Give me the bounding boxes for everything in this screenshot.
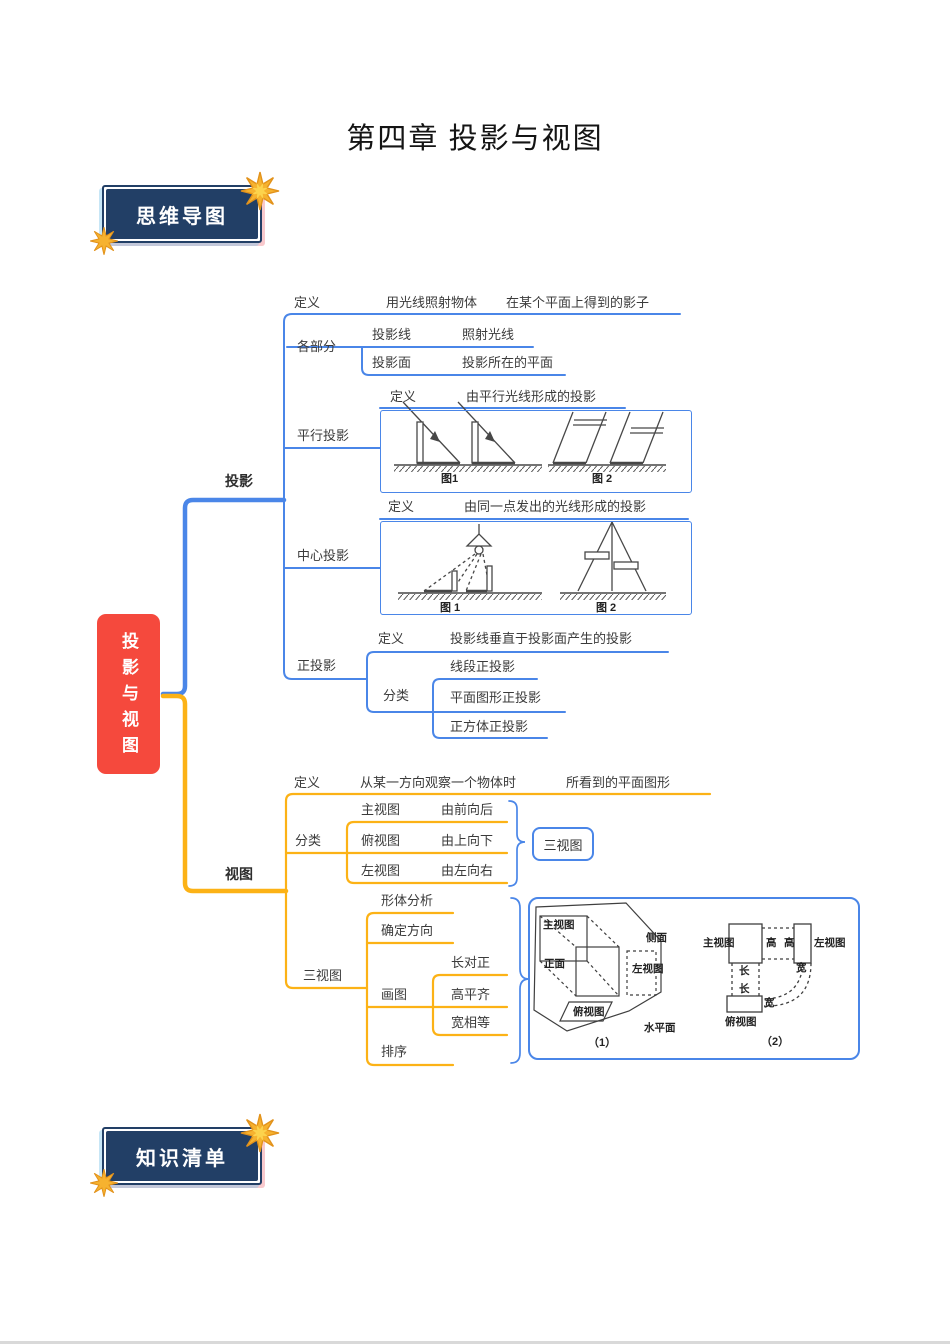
fig1-front-view-label: 主视图 [543,919,575,931]
three-views-figure-box [528,897,860,1060]
central-fig1-caption: 图 1 [440,602,461,614]
node-ortho-def-key: 定义 [378,631,405,646]
fig1-caption: （1） [588,1037,617,1049]
node-top-view-key: 俯视图 [361,833,401,848]
node-rule-length-aligned: 长对正 [451,955,491,970]
knowledge-list-section-badge-label: 知识清单 [106,1131,258,1181]
node-views-def-part1: 从某一方向观察一个物体时 [360,775,517,790]
node-parallel-def-val: 由平行光线形成的投影 [466,389,597,404]
node-step-determine-direction: 确定方向 [381,923,434,938]
parallel-fig1-caption: 图1 [441,473,459,485]
fig2-caption: （2） [761,1036,790,1048]
curly-brace-icon [508,800,526,887]
node-step-order: 排序 [381,1044,408,1059]
curly-brace-icon [510,897,530,1064]
node-views-cls-key: 分类 [295,833,322,848]
node-ortho-class1: 线段正投影 [450,659,516,674]
node-ortho-class3: 正方体正投影 [450,719,529,734]
node-front-view-val: 由前向后 [441,802,494,817]
fig1-side-face-label: 侧面 [646,932,667,944]
node-projection: 投影 [225,473,253,489]
parallel-fig2-caption: 图 2 [592,473,613,485]
parallel-projection-sketch [394,401,666,472]
three-views-figure1-sketch [533,902,662,1032]
mindmap-section-badge: 思维导图 [90,171,280,255]
mindmap-section-badge-label: 思维导图 [106,189,258,239]
node-left-view-key: 左视图 [361,863,401,878]
fig2-length1-label: 长 [739,965,750,977]
parallel-projection-figure-box [380,410,692,493]
central-projection-figure-box [380,521,692,615]
node-parts-line-val: 照射光线 [462,327,515,342]
node-parallel-projection: 平行投影 [297,428,350,443]
fig2-width2-label: 宽 [764,997,775,1009]
node-views: 视图 [225,866,253,882]
node-central-def-key: 定义 [388,499,415,514]
knowledge-list-section-badge: 知识清单 [90,1113,280,1197]
star-icon [90,227,118,255]
node-views-def-part2: 所看到的平面图形 [566,775,671,790]
projection-branch-lines [283,313,689,739]
fig1-front-face-label: 正面 [544,958,565,970]
three-views-badge-box: 三视图 [532,827,594,861]
fig2-top-view-label: 俯视图 [725,1016,757,1028]
fig2-height1-label: 高 [766,937,777,949]
node-parts-plane-key: 投影面 [372,355,412,370]
fig1-horizontal-plane-label: 水平面 [644,1022,676,1034]
fig2-width1-label: 宽 [796,962,807,974]
fig1-top-view-label: 俯视图 [573,1006,605,1018]
three-views-badge-label: 三视图 [543,837,583,853]
fig2-front-view-label: 主视图 [703,937,735,949]
fig2-height2-label: 高 [784,937,795,949]
node-rule-width-equal: 宽相等 [451,1015,491,1030]
fig2-left-view-label: 左视图 [814,937,846,949]
node-central-def-val: 由同一点发出的光线形成的投影 [464,499,647,514]
mindmap-root-node: 投影与视图 [97,614,160,774]
node-parts-line-key: 投影线 [372,327,412,342]
node-step-shape-analysis: 形体分析 [381,893,434,908]
curly-braces [508,800,530,1064]
node-ortho-def-val: 投影线垂直于投影面产生的投影 [450,631,633,646]
node-parts-plane-val: 投影所在的平面 [462,355,554,370]
node-ortho-cls-key: 分类 [383,688,410,703]
fig1-left-view-label: 左视图 [632,963,664,975]
page-bottom-edge [0,1341,950,1344]
page-title: 第四章 投影与视图 [346,123,604,155]
node-ortho-projection: 正投影 [297,658,337,673]
node-three-views: 三视图 [303,968,343,983]
star-icon [240,1113,280,1153]
three-views-figure2-sketch [726,923,812,1013]
node-ortho-class2: 平面图形正投影 [450,690,542,705]
node-parallel-def-key: 定义 [390,389,417,404]
node-projection-def-key: 定义 [294,295,321,310]
node-front-view-key: 主视图 [361,802,401,817]
star-icon [90,1169,118,1197]
node-projection-def-part2: 在某个平面上得到的影子 [506,295,650,310]
node-parts: 各部分 [297,339,337,354]
views-main-line [160,693,289,894]
node-rule-height-level: 高平齐 [451,987,491,1002]
root-branch-lines [160,497,289,894]
fig2-length2-label: 长 [739,983,750,995]
node-top-view-val: 由上向下 [441,833,494,848]
star-icon [240,171,280,211]
central-projection-sketch [398,521,666,600]
central-fig2-caption: 图 2 [596,602,617,614]
node-step-draw: 画图 [381,987,408,1002]
node-views-def-key: 定义 [294,775,321,790]
node-projection-def-part1: 用光线照射物体 [386,295,478,310]
views-branch-lines [284,792,712,1067]
projection-main-line [160,497,287,697]
node-central-projection: 中心投影 [297,548,350,563]
node-left-view-val: 由左向右 [441,863,494,878]
